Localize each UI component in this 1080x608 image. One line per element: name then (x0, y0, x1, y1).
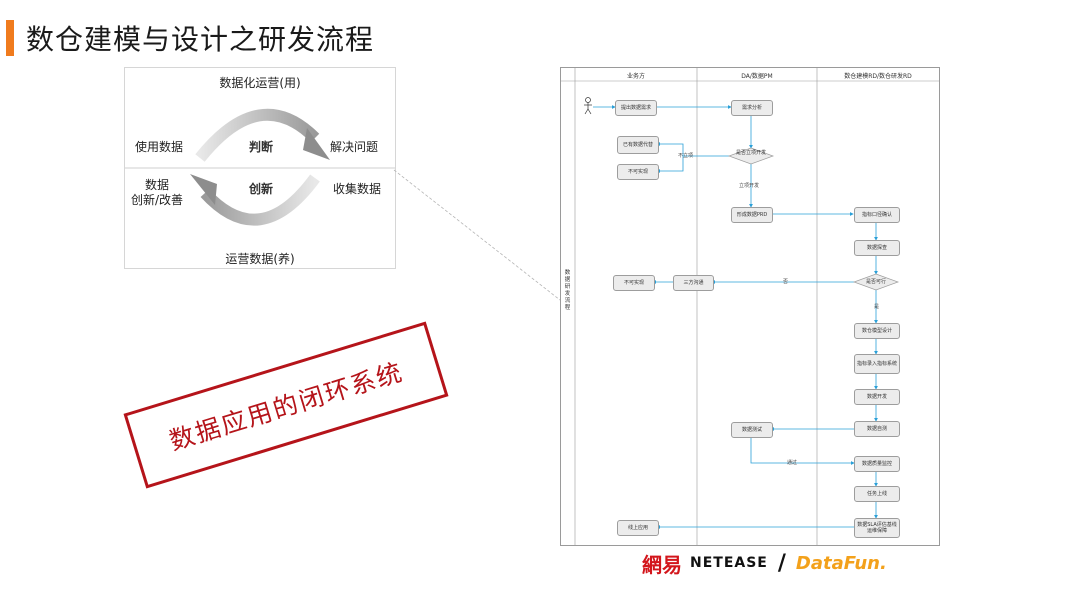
decide-diamond (727, 147, 775, 165)
edge-yes: 是 (874, 304, 880, 310)
node-sla: 数据SLA评估基线运维保障 (854, 518, 900, 538)
node-quality: 数据质量监控 (854, 456, 900, 472)
node-prd: 形成数据PRD (731, 207, 773, 223)
cycle-left-top-label: 使用数据 (135, 140, 184, 154)
node-impossible-1: 不可实现 (617, 164, 659, 180)
lane-da-pm: DA/数据PM (741, 73, 773, 80)
edge-no-project: 不立项 (678, 153, 694, 159)
node-model: 数仓模型设计 (854, 323, 900, 339)
cycle-judge-label: 判断 (249, 140, 274, 154)
flow-lines (561, 68, 939, 545)
cycle-left-bottom-label: 数据 创新/改善 (131, 178, 184, 207)
flow-side-label: 数据研发流程 (564, 270, 571, 311)
page-title: 数仓建模与设计之研发流程 (26, 23, 375, 56)
node-test: 数据测试 (731, 422, 773, 438)
cycle-diagram: 数据化运营(用) 使用数据 解决问题 数据 创新/改善 收集数据 运营数据(养)… (124, 67, 396, 269)
logo-separator: / (777, 550, 786, 576)
datafun-logo: DataFun. (795, 552, 887, 574)
cycle-arrows (125, 108, 395, 226)
cycle-right-bottom-label: 收集数据 (333, 182, 382, 196)
node-impossible-2: 不可实现 (613, 275, 655, 291)
rd-flowchart: 业务方 DA/数据PM 数仓建模RD/数仓研发RD 数据研发流程 提出数据需求 … (560, 67, 940, 546)
node-analyze: 需求分析 (731, 100, 773, 116)
node-feasible: 是否可行 (865, 279, 886, 285)
lower-arc (200, 174, 320, 226)
title-accent-bar (6, 20, 14, 56)
feasible-diamond (852, 273, 900, 291)
node-submit: 提出数据需求 (615, 100, 657, 116)
node-explore: 数据探查 (854, 240, 900, 256)
lane-rd: 数仓建模RD/数仓研发RD (844, 73, 912, 80)
netease-en-logo: NETEASE (690, 555, 768, 571)
node-decide: 是否立项开发 (735, 150, 766, 156)
footer-logos: 網易 NETEASE / DataFun. (642, 548, 887, 578)
lane-business: 业务方 (626, 73, 645, 80)
lower-arrowhead (190, 174, 217, 205)
node-app: 线上应用 (617, 520, 659, 536)
actor-icon (584, 97, 592, 115)
edge-start-dev: 立项开发 (739, 183, 760, 189)
cycle-bottom-label: 运营数据(养) (225, 252, 295, 266)
cycle-innovate-label: 创新 (249, 182, 274, 196)
node-online: 任务上线 (854, 486, 900, 502)
node-indicator: 指标口径确认 (854, 207, 900, 223)
cycle-top-label: 数据化运营(用) (219, 76, 301, 90)
node-develop: 数据开发 (854, 389, 900, 405)
netease-cn-logo: 網易 (642, 552, 682, 577)
upper-arrowhead (303, 128, 330, 160)
edge-pass: 通过 (787, 460, 798, 466)
cycle-right-top-label: 解决问题 (330, 140, 379, 154)
node-threeway: 三方沟通 (673, 275, 714, 291)
upper-arc (195, 108, 320, 162)
node-entry: 指标录入指标系统 (854, 354, 900, 374)
edge-no: 否 (783, 279, 789, 285)
node-selftest: 数据自测 (854, 421, 900, 437)
node-existing: 已有数据代替 (617, 136, 659, 154)
